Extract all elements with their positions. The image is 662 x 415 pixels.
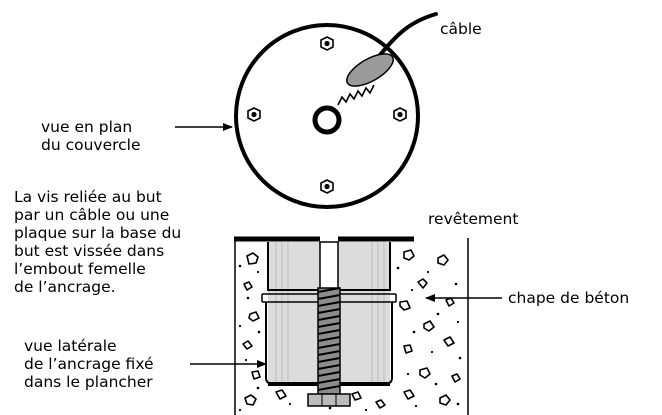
side-view-label: vue latérale de l’ancrage fixé dans le p… — [24, 337, 154, 391]
plan-view — [234, 12, 438, 209]
bolt-right — [393, 107, 407, 122]
surface-label: revêtement — [428, 210, 519, 228]
bolt-bottom — [320, 179, 334, 194]
plan-view-label: vue en plan du couvercle — [41, 118, 141, 154]
cable-label: câble — [440, 20, 482, 38]
concrete-aggregate — [242, 249, 461, 409]
bolt-top — [320, 36, 334, 51]
description-text: La vis reliée au but par un câble ou une… — [14, 188, 182, 296]
cable-plate — [346, 53, 394, 87]
center-hole — [312, 105, 342, 135]
side-view — [234, 236, 469, 415]
bolt-left — [247, 107, 261, 122]
concrete-label: chape de béton — [508, 289, 630, 307]
spring — [337, 84, 375, 106]
concrete-dots — [238, 264, 462, 412]
threaded-screw — [307, 287, 351, 407]
